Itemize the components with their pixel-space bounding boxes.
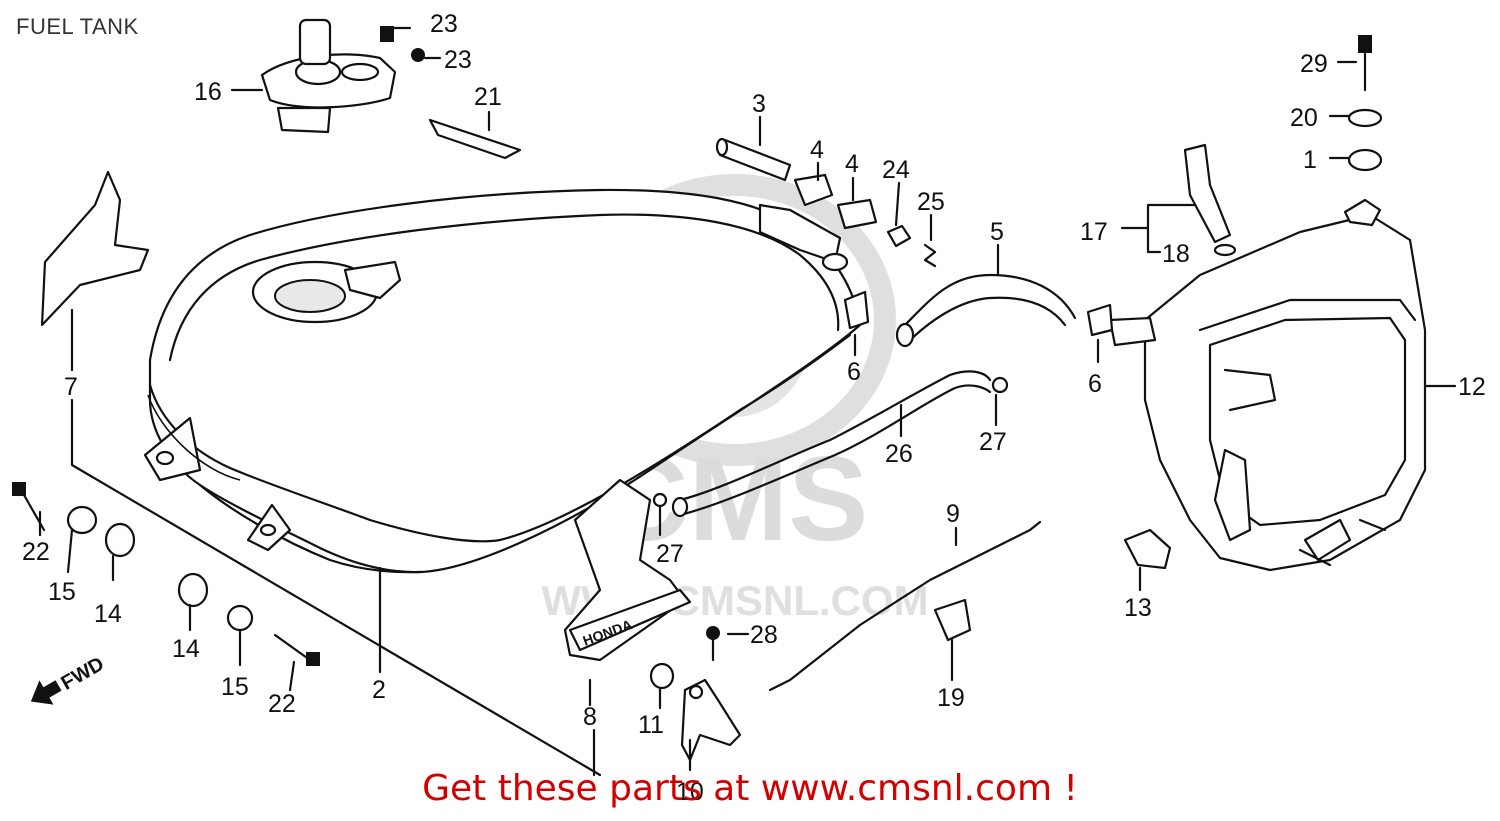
callout-13: 13	[1124, 594, 1152, 622]
screw-28[interactable]	[706, 626, 720, 662]
collar-15a[interactable]	[66, 505, 98, 535]
callout-4b: 4	[845, 150, 859, 178]
bracket-10[interactable]	[680, 678, 742, 762]
side-decal[interactable]	[40, 170, 150, 327]
bolt-29[interactable]	[1358, 35, 1372, 92]
fuel-cap[interactable]	[260, 18, 397, 134]
callout-23a: 23	[430, 10, 458, 38]
callout-8: 8	[583, 703, 597, 731]
callout-6a: 6	[847, 358, 861, 386]
callout-17: 17	[1080, 218, 1108, 246]
callout-9: 9	[946, 500, 960, 528]
callout-7: 7	[64, 373, 78, 401]
collar-15b[interactable]	[226, 604, 254, 632]
wing-emblem[interactable]: HONDA	[563, 478, 692, 662]
grommet-1[interactable]	[1347, 148, 1383, 172]
rubber-11[interactable]	[649, 662, 675, 690]
collar-4a[interactable]	[793, 173, 834, 207]
forward-arrow: FWD	[30, 653, 108, 705]
hose-clip-6a[interactable]	[843, 290, 870, 330]
rubber-14a[interactable]	[104, 522, 136, 558]
callout-19: 19	[937, 684, 965, 712]
bolt-22b[interactable]	[273, 633, 320, 666]
leader-lines	[38, 26, 1457, 777]
callout-25: 25	[917, 188, 945, 216]
clamp-13[interactable]	[1123, 528, 1172, 570]
callout-labels: 29 20 1 17 18 12 13 16 23 23 21 3 4 4 24…	[22, 10, 1486, 806]
clip-27a[interactable]	[991, 376, 1009, 394]
rubber-14b[interactable]	[177, 572, 209, 608]
fuel-hose[interactable]	[895, 273, 1077, 348]
level-sensor[interactable]	[1183, 143, 1237, 257]
callout-5: 5	[990, 218, 1004, 246]
callout-20: 20	[1290, 104, 1318, 132]
promo-link[interactable]: Get these parts at www.cmsnl.com !	[422, 768, 1078, 809]
callout-27b: 27	[656, 540, 684, 568]
callout-23b: 23	[444, 46, 472, 74]
fwd-label: FWD	[58, 653, 108, 695]
breather-tube[interactable]	[671, 370, 992, 518]
washer-20[interactable]	[1347, 108, 1383, 128]
diagram-title: FUEL TANK	[16, 14, 139, 39]
callout-1: 1	[1303, 146, 1317, 174]
callout-29: 29	[1300, 50, 1328, 78]
collar-4b[interactable]	[836, 198, 878, 230]
callout-14a: 14	[94, 600, 122, 628]
callout-18: 18	[1162, 240, 1190, 268]
callout-27a: 27	[979, 428, 1007, 456]
callout-4a: 4	[810, 136, 824, 164]
callout-10: 10	[676, 778, 704, 806]
callout-14b: 14	[172, 635, 200, 663]
callout-28: 28	[750, 621, 778, 649]
auxiliary-tank[interactable]	[1108, 198, 1427, 572]
rod[interactable]	[768, 520, 1042, 692]
callout-22b: 22	[268, 690, 296, 718]
clip-25[interactable]	[923, 243, 937, 268]
callout-15a: 15	[48, 578, 76, 606]
fuel-tank[interactable]	[143, 188, 862, 574]
callout-11: 11	[638, 711, 664, 739]
bracket-19[interactable]	[933, 598, 972, 642]
clip-27b[interactable]	[652, 492, 668, 508]
callout-21: 21	[474, 83, 502, 111]
nut-24[interactable]	[886, 224, 912, 248]
callout-26: 26	[885, 440, 913, 468]
callout-12: 12	[1458, 373, 1486, 401]
joint-pipe[interactable]	[715, 137, 792, 182]
callout-16: 16	[194, 78, 222, 106]
screw-23b[interactable]	[411, 48, 425, 62]
callout-24: 24	[882, 156, 910, 184]
callout-2: 2	[372, 676, 386, 704]
callout-6b: 6	[1088, 370, 1102, 398]
hose-clip-6b[interactable]	[1086, 303, 1114, 337]
callout-22a: 22	[22, 538, 50, 566]
callout-3: 3	[752, 90, 766, 118]
callout-15b: 15	[221, 673, 249, 701]
seal-sheet[interactable]	[428, 118, 522, 160]
screw-23a[interactable]	[380, 26, 394, 42]
